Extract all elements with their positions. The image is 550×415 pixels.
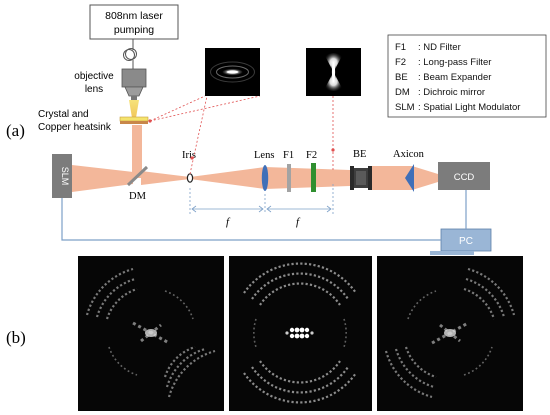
pc-label: PC: [459, 236, 473, 247]
inset-crystal-beam: [205, 48, 260, 96]
iris-marker: [190, 156, 194, 160]
panel-a: 808nm laser pumping objective lens Cryst…: [6, 4, 547, 255]
panel-b: (b): [6, 256, 523, 411]
iris-label: Iris: [182, 150, 196, 161]
crystal-label-2: Copper heatsink: [38, 122, 112, 133]
legend-abbr-3: BE: [395, 72, 408, 83]
crystal-label-1: Crystal and: [38, 109, 89, 120]
pump-cone: [129, 100, 139, 118]
pattern-image-1: [78, 256, 224, 411]
inset-filter-beam: [306, 48, 361, 96]
inset-guides: [149, 95, 334, 175]
pattern-image-2: [229, 256, 372, 411]
legend-abbr-1: F1: [395, 42, 406, 53]
legend: F1 : ND Filter F2 : Long-pass Filter BE …: [395, 42, 520, 113]
objective-lens: [121, 68, 147, 100]
beam-iris-to-lens: [190, 167, 265, 189]
laser-pump-box: [89, 4, 179, 40]
beam-lens-to-be: [265, 167, 350, 189]
beam-slm-to-dm: [72, 165, 133, 192]
legend-abbr-5: SLM: [395, 102, 415, 113]
lens-label: Lens: [254, 150, 274, 161]
f1-label: F1: [283, 150, 294, 161]
f2-label: F2: [306, 150, 317, 161]
objective-lens-label-2: lens: [85, 84, 103, 95]
crystal: [119, 116, 149, 122]
filter-f1: [287, 164, 291, 192]
central-spot-array: [285, 327, 314, 339]
legend-text-3: : Beam Expander: [418, 72, 491, 83]
panel-b-label: (b): [6, 328, 26, 347]
iris: [186, 173, 194, 183]
legend-text-2: : Long-pass Filter: [418, 57, 491, 68]
beam-expander: [350, 166, 372, 190]
dichroic-mirror: [126, 165, 149, 187]
focal-markers: [189, 184, 334, 214]
legend-text-1: : ND Filter: [418, 42, 461, 53]
axicon-label: Axicon: [393, 149, 425, 160]
be-label: BE: [353, 149, 366, 160]
pattern-image-3: [377, 256, 523, 411]
filter-f2: [311, 163, 316, 192]
legend-abbr-4: DM: [395, 87, 410, 98]
pc-stand: [430, 251, 474, 255]
slm: [52, 154, 72, 198]
beam-dm-to-iris: [141, 171, 190, 185]
crystal-marker: [148, 119, 152, 123]
f2-marker: [331, 148, 335, 152]
dm-label: DM: [129, 191, 147, 202]
lens: [261, 165, 269, 191]
slm-label: SLM: [60, 167, 70, 186]
ccd-label: CCD: [454, 172, 475, 183]
laser-pump-label-1: 808nm laser: [105, 10, 163, 22]
copper-heatsink: [120, 121, 148, 124]
legend-abbr-2: F2: [395, 57, 406, 68]
legend-box: [387, 34, 547, 118]
f-left-label: f: [226, 216, 231, 228]
beam-vertical: [132, 125, 142, 178]
beam-be-to-axicon: [372, 166, 412, 190]
legend-text-5: : Spatial Light Modulator: [418, 102, 520, 113]
f-right-label: f: [296, 216, 301, 228]
laser-pump-label-2: pumping: [114, 24, 154, 36]
panel-a-label: (a): [6, 121, 25, 140]
axicon: [405, 164, 414, 192]
legend-text-4: : Dichroic mirror: [418, 87, 485, 98]
fiber-coil: [123, 39, 137, 69]
ccd: [438, 162, 490, 190]
beam-axicon-to-ccd: [412, 166, 438, 190]
connector-lines: [61, 190, 467, 241]
objective-lens-label-1: objective: [74, 71, 114, 82]
